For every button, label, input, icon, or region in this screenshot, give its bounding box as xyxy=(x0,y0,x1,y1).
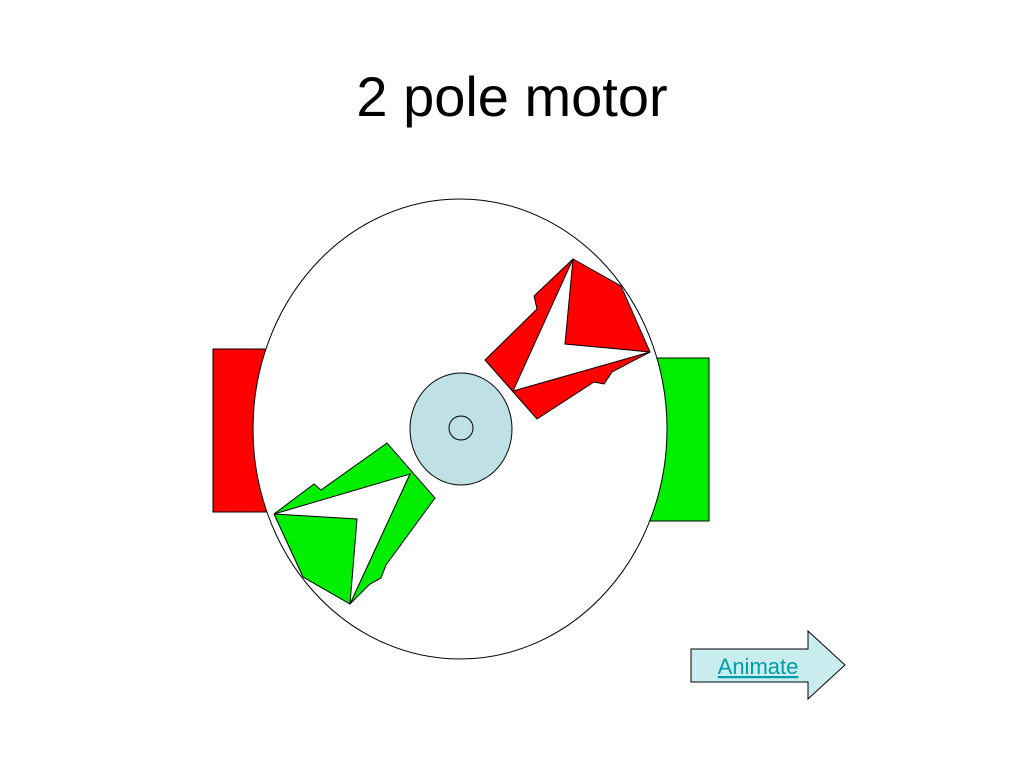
slide-title: 2 pole motor xyxy=(356,65,668,128)
animate-button[interactable]: Animate xyxy=(690,629,846,701)
rotor-pole-green xyxy=(273,442,436,605)
rotor-shaft xyxy=(448,415,474,441)
animate-label: Animate xyxy=(718,654,799,679)
animate-arrow-shape xyxy=(690,629,846,701)
rotor-pole-red xyxy=(484,258,651,420)
